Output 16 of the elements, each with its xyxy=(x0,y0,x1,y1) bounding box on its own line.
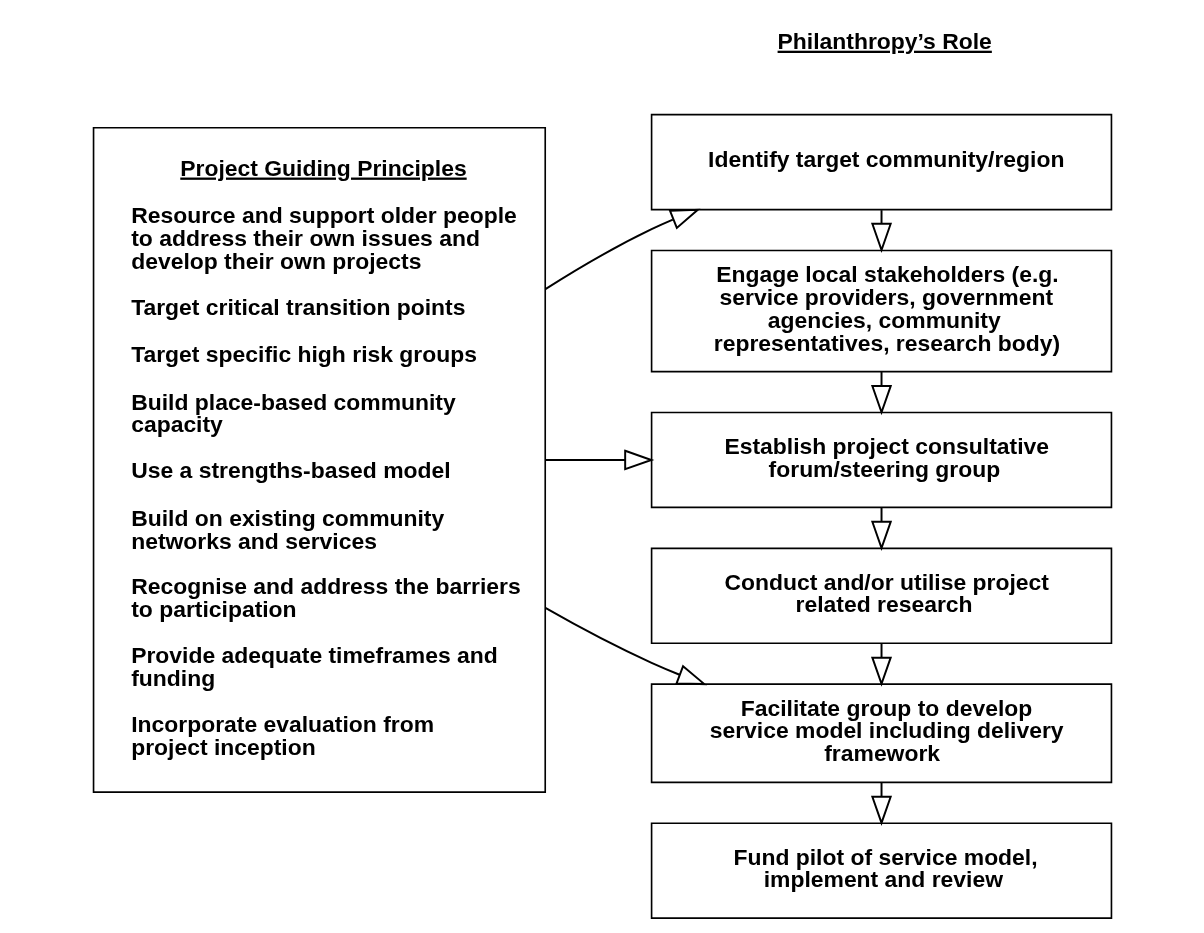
arrow xyxy=(870,642,892,687)
arrow xyxy=(870,370,892,416)
node-box: Establish project consultative forum/steering group xyxy=(650,411,1112,509)
node-box: Identify target community/region xyxy=(650,113,1112,211)
node-box: Project Guiding Principles Resource and support older people to address their own issues and develop their own projects Target critical transition points Target specific high risk groups Build place-based community capacity Use a strengths-based model Build on existing community networks and services Recognise and address the barriers to participation Provide adequate timeframes and funding Incorporate evaluation from project inception xyxy=(92,126,546,793)
arrow xyxy=(870,782,892,826)
node-box: Conduct and/or utilise project related research xyxy=(650,547,1112,645)
arrow xyxy=(543,607,707,686)
node-box: Engage local stakeholders (e.g. service providers, government agencies, community representatives, research body) xyxy=(650,249,1112,373)
arrow xyxy=(870,506,892,551)
arrow xyxy=(543,208,701,291)
arrow xyxy=(544,449,654,471)
node-box: Facilitate group to develop service model including delivery framework xyxy=(650,683,1112,784)
node-box: Fund pilot of service model, implement and review xyxy=(650,822,1112,919)
arrow xyxy=(870,209,892,253)
label: Philanthropy’s Role xyxy=(777,27,992,54)
